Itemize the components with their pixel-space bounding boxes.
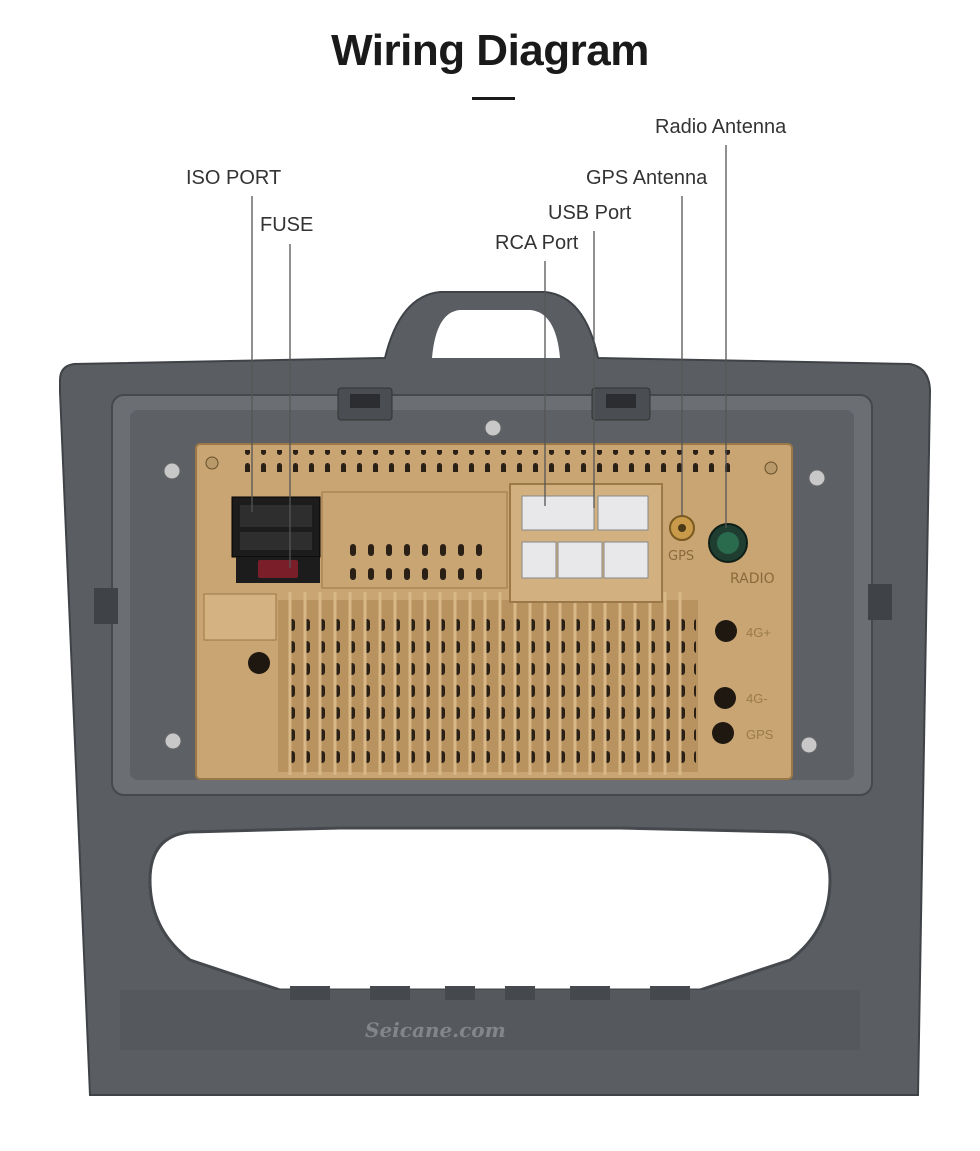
- fuse-holder: [236, 557, 320, 583]
- callout-radio-antenna: Radio Antenna: [655, 116, 787, 138]
- hole-gps: [712, 722, 734, 744]
- title-underline: [472, 97, 515, 100]
- cage-screws: [163, 419, 826, 754]
- leader-lines: [251, 145, 727, 568]
- callout-usb-port: USB Port: [548, 202, 632, 224]
- label-radio: RADIO: [730, 571, 775, 587]
- label-4g-plus: 4G+: [746, 625, 771, 640]
- gps-antenna-connector: [669, 515, 695, 541]
- callout-rca-port: RCA Port: [495, 232, 579, 254]
- rca-usb-connector-block: [509, 483, 663, 603]
- label-gps-hole: GPS: [746, 727, 774, 742]
- label-gps: GPS: [668, 549, 694, 564]
- rca-port-connector: [521, 541, 557, 579]
- hole-4g-minus: [714, 687, 736, 709]
- iso-port-connector: [231, 496, 321, 558]
- radio-antenna-connector: [708, 523, 748, 563]
- label-4g-minus: 4G-: [746, 691, 768, 706]
- callout-gps-antenna: GPS Antenna: [586, 167, 708, 189]
- ac-panel-cutout: [148, 826, 832, 992]
- callout-iso-port: ISO PORT: [186, 167, 282, 189]
- side-clip-right: [868, 584, 892, 620]
- hole-4g-plus: [715, 620, 737, 642]
- watermark: Seicane.com: [365, 1018, 506, 1042]
- usb-port-connector: [521, 495, 595, 531]
- side-clip-left: [94, 588, 118, 624]
- callout-fuse: FUSE: [260, 214, 314, 236]
- handle-opening: [432, 310, 560, 358]
- page-title: Wiring Diagram: [331, 26, 649, 75]
